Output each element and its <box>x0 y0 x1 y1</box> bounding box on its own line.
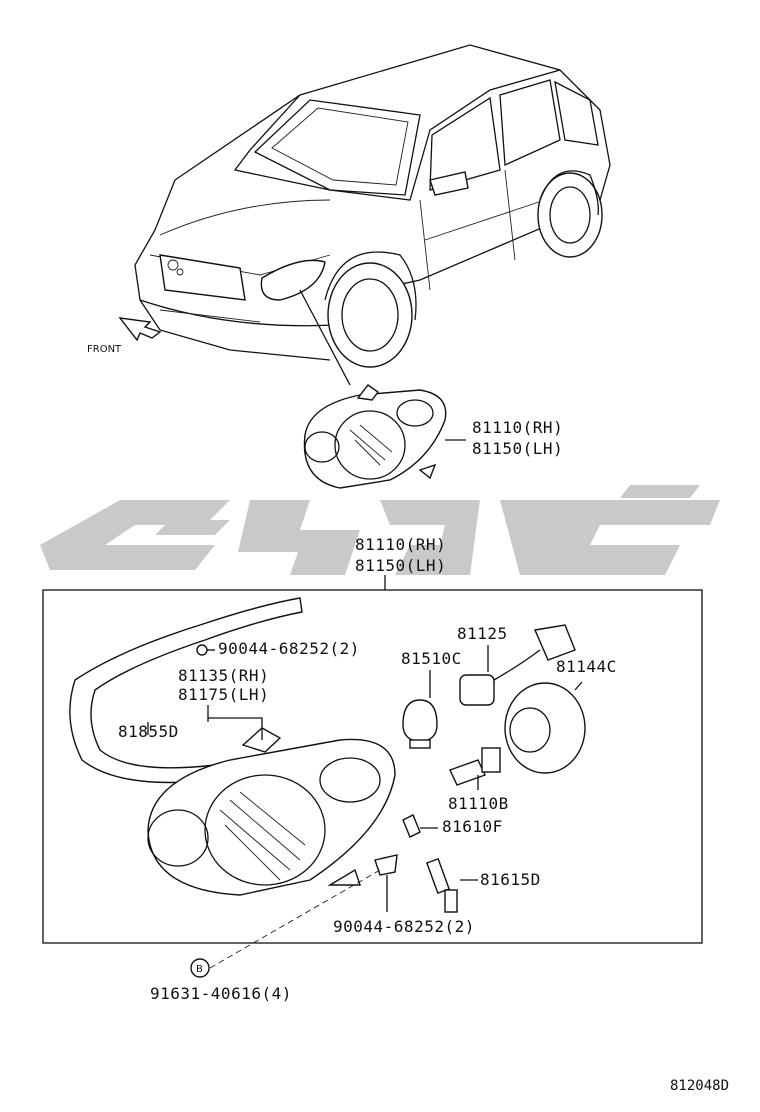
adjuster-part <box>425 858 478 913</box>
label-clip: 81610F <box>442 817 503 836</box>
label-adjuster: 81615D <box>480 870 541 889</box>
label-bracket-lh: 81175(LH) <box>178 685 269 704</box>
label-gasket: 81855D <box>118 722 179 741</box>
label-screw-bottom: 90044-68252(2) <box>333 917 475 936</box>
label-halogen-bulb: 81110B <box>448 794 509 813</box>
label-headlamp-rh-top: 81110(RH) <box>472 418 563 437</box>
label-headlamp-lh-top: 81150(LH) <box>472 439 563 458</box>
label-small-bulb: 81510C <box>401 649 462 668</box>
label-socket: 81125 <box>457 624 508 643</box>
gasket-part <box>69 597 303 784</box>
label-cover: 81144C <box>556 657 617 676</box>
clip-part <box>402 814 421 838</box>
screw-bottom-part <box>374 854 398 912</box>
label-bracket-rh: 81135(RH) <box>178 666 269 685</box>
cover-part <box>504 681 586 774</box>
screw-top-part <box>196 644 215 656</box>
small-bulb-part <box>402 670 438 749</box>
headlamp-main <box>147 727 396 896</box>
callout-b-text: B <box>196 964 203 975</box>
diagram-code: 812048D <box>670 1078 729 1094</box>
car-illustration <box>118 44 611 386</box>
label-screw-top: 90044-68252(2) <box>218 639 360 658</box>
label-headlamp-rh: 81110(RH) <box>355 535 446 554</box>
headlamp-assembly-top <box>303 384 466 489</box>
watermark-logo <box>40 485 720 575</box>
label-headlamp-lh: 81150(LH) <box>355 556 446 575</box>
callout-b-icon: B <box>190 958 210 978</box>
front-label: FRONT <box>87 344 122 355</box>
front-arrow-icon <box>118 317 162 342</box>
socket-part <box>459 624 576 706</box>
label-bolt: 91631-40616(4) <box>150 984 292 1003</box>
halogen-bulb-part <box>449 747 501 790</box>
parts-box <box>42 589 703 944</box>
